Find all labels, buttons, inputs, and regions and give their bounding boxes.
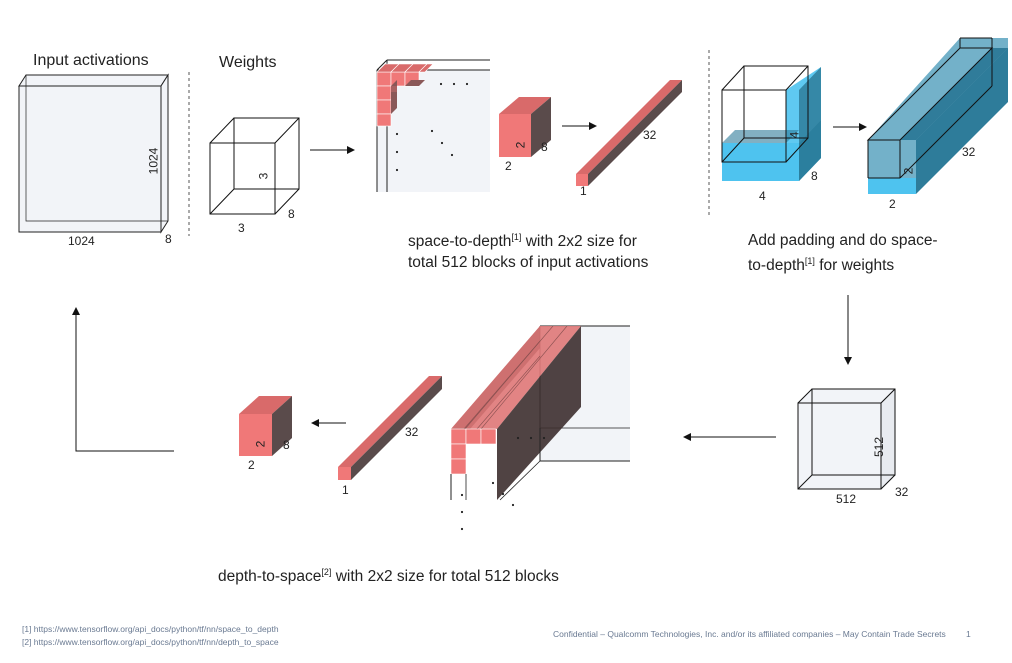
red-block-bottom xyxy=(239,396,292,456)
footnote-2: [2] https://www.tensorflow.org/api_docs/… xyxy=(22,637,279,647)
input-height-dim: 1024 xyxy=(146,147,161,175)
block-width-dim: 2 xyxy=(505,159,512,173)
d2s-caption: depth-to-space[2] with 2x2 size for tota… xyxy=(218,567,559,585)
weight-depth-dim: 8 xyxy=(288,207,295,221)
weights-cube xyxy=(209,117,300,215)
pad-height-dim: 4 xyxy=(787,131,802,139)
d2s-matrix xyxy=(450,325,630,531)
page-number: 1 xyxy=(966,629,971,639)
weights-label: Weights xyxy=(219,54,277,71)
input-width-dim: 1024 xyxy=(68,234,95,248)
input-depth-dim: 8 xyxy=(165,232,172,246)
s2d-matrix xyxy=(376,59,490,192)
bottom-rod-width-dim: 1 xyxy=(342,483,349,497)
pad-rod-height-dim: 2 xyxy=(901,167,916,175)
output-cube xyxy=(797,388,896,490)
pad-width-dim: 4 xyxy=(759,189,766,203)
pad-depth-dim: 8 xyxy=(811,169,818,183)
bottom-block-depth-dim: 8 xyxy=(283,438,290,452)
teal-rod xyxy=(866,37,1008,194)
pad-rod-length-dim: 32 xyxy=(962,145,976,159)
padding-caption: Add padding and do space- to-depth[1] fo… xyxy=(748,232,938,274)
red-block-top xyxy=(499,97,551,157)
input-activations-label: Input activations xyxy=(33,52,149,69)
pad-rod-width-dim: 2 xyxy=(889,197,896,211)
rod-width-dim: 1 xyxy=(580,184,587,198)
weight-height-dim: 3 xyxy=(256,172,271,180)
output-width-dim: 512 xyxy=(836,492,857,506)
output-depth-dim: 32 xyxy=(895,485,909,499)
confidential-notice: Confidential – Qualcomm Technologies, In… xyxy=(553,629,946,639)
footnote-1: [1] https://www.tensorflow.org/api_docs/… xyxy=(22,624,279,634)
bottom-block-height-dim: 2 xyxy=(253,440,268,448)
s2d-caption: space-to-depth[1] with 2x2 size for tota… xyxy=(408,232,649,271)
arrow-back-to-input xyxy=(72,307,174,452)
red-rod-bottom xyxy=(338,376,442,480)
weight-width-dim: 3 xyxy=(238,221,245,235)
bottom-rod-length-dim: 32 xyxy=(405,425,419,439)
input-activations-slab xyxy=(18,73,169,234)
bottom-block-width-dim: 2 xyxy=(248,458,255,472)
padded-weight-cube xyxy=(721,65,821,181)
red-rod-top xyxy=(576,80,682,186)
output-height-dim: 512 xyxy=(872,436,887,458)
block-depth-dim: 8 xyxy=(541,140,548,154)
rod-length-dim: 32 xyxy=(643,128,657,142)
block-height-dim: 2 xyxy=(513,141,528,149)
